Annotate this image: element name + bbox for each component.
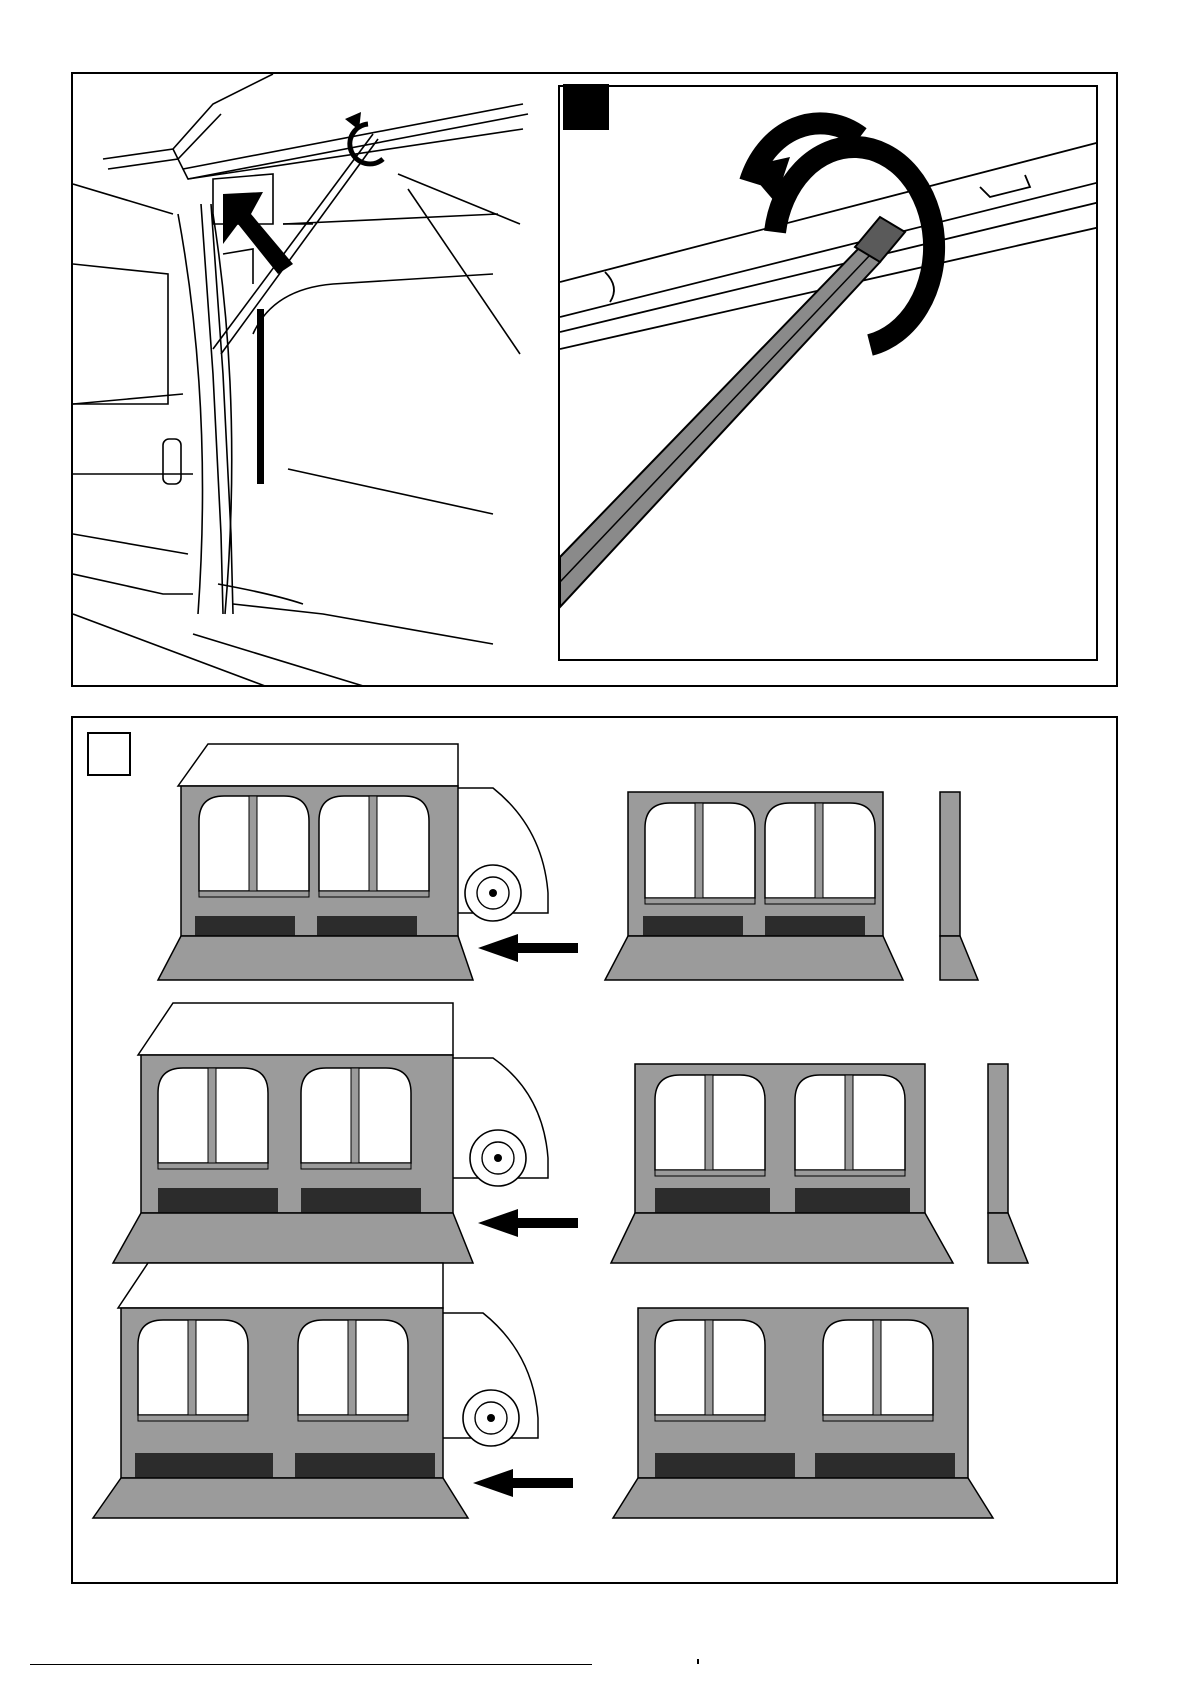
footer-mark [697, 1659, 699, 1664]
rail-pole-figure [71, 72, 1118, 687]
step-badge [563, 84, 609, 130]
rotate-arrow-icon [345, 112, 383, 164]
row-3-detached [613, 1308, 993, 1518]
rail-detail-drawing [560, 87, 1098, 661]
row-3-attached [93, 1263, 573, 1518]
row-1-attached [158, 744, 578, 980]
row-1-detached [605, 792, 978, 980]
insert-arrow-icon [473, 1469, 573, 1497]
insert-arrow-icon [478, 1209, 578, 1237]
insert-arrow-icon [478, 934, 578, 962]
row-2-attached [113, 1003, 578, 1263]
rotate-arrow-icon [745, 123, 934, 345]
awning-walls-drawing [73, 718, 1118, 1584]
detail-inset [558, 85, 1098, 661]
wall-variants-figure [71, 716, 1118, 1584]
row-2-detached [611, 1064, 1028, 1263]
footer-rule [30, 1664, 592, 1665]
